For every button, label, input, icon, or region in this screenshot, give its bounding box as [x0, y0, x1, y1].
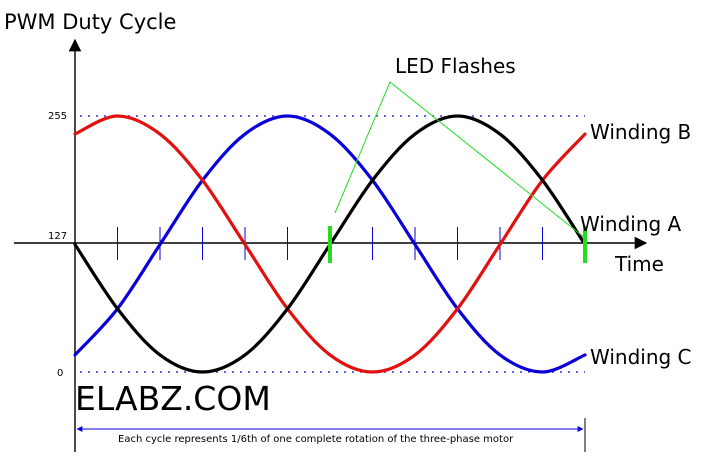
x-axis-title: Time [614, 252, 664, 276]
led-flashes-label: LED Flashes [395, 54, 516, 78]
elabz-watermark: ELABZ.COM [75, 379, 271, 418]
series-label-winding-a: Winding A [580, 212, 682, 236]
led-flash-markers [328, 226, 587, 263]
y-tick-label-255: 255 [48, 111, 67, 122]
y-tick-label-127: 127 [48, 231, 67, 242]
series-line-winding-c [73, 114, 587, 374]
y-axis-title: PWM Duty Cycle [4, 10, 176, 34]
span-note: Each cycle represents 1/6th of one compl… [118, 434, 514, 445]
series-label-winding-c: Winding C [590, 345, 692, 369]
series-line-winding-b [73, 114, 587, 374]
led-annotation-lines [334, 81, 586, 239]
series-label-winding-b: Winding B [590, 120, 691, 144]
y-tick-label-0: 0 [57, 368, 63, 379]
